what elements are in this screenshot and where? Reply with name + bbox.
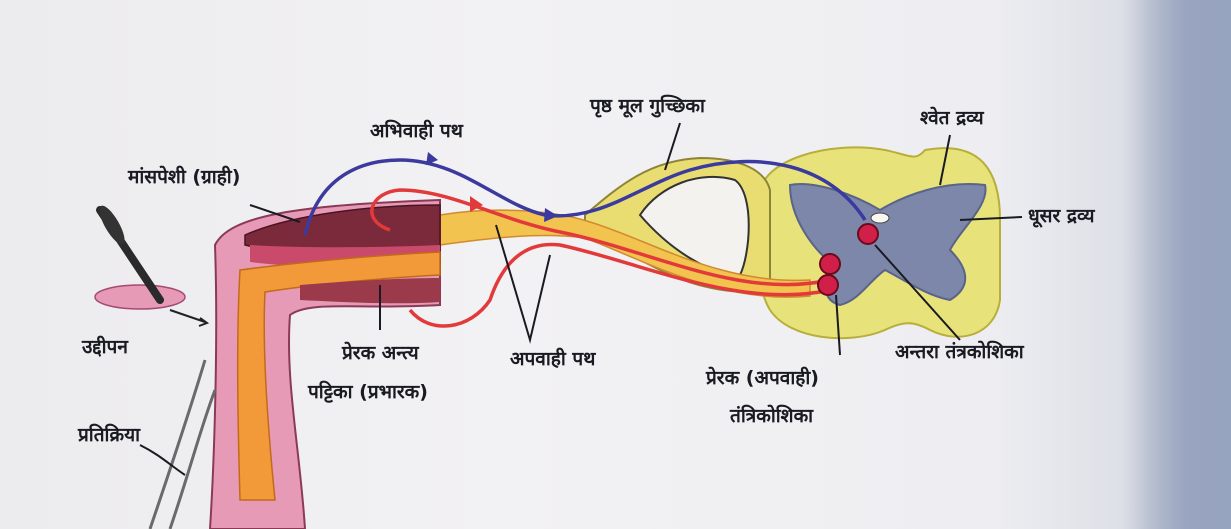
label-motor-neuron-2: तंत्रिकोशिका [730, 407, 813, 426]
response-arrow [150, 360, 215, 529]
label-white-matter: श्वेत द्रव्य [920, 109, 984, 128]
limb [150, 200, 440, 529]
motor-neuron-cell [820, 254, 840, 274]
spinal-cord [757, 147, 1000, 338]
nerve-bundle [440, 158, 810, 297]
label-dorsal-root-ganglion: पृष्ठ मूल गुच्छिका [590, 97, 705, 116]
label-motor-end-plate-1: प्रेरक अन्त्य [342, 344, 419, 363]
label-motor-end-plate-2: पट्टिका (प्रभारक) [308, 383, 428, 402]
label-grey-matter: धूसर द्रव्य [1028, 207, 1095, 226]
label-efferent-path: अपवाही पथ [510, 350, 595, 369]
label-motor-neuron-1: प्रेरक (अपवाही) [706, 369, 819, 388]
label-muscle-receptor: मांसपेशी (ग्राही) [128, 168, 240, 187]
label-interneuron: अन्तरा तंत्रकोशिका [895, 343, 1024, 362]
label-afferent-path: अभिवाही पथ [370, 122, 463, 141]
interneuron-cell [858, 224, 878, 244]
label-stimulus: उद्दीपन [82, 338, 128, 357]
label-response: प्रतिक्रिया [78, 426, 140, 445]
stimulus-pin [95, 202, 207, 326]
